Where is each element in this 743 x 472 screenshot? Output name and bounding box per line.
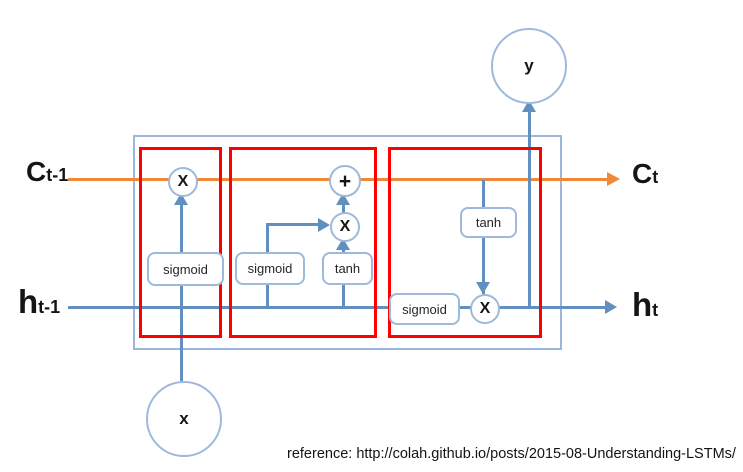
input-node: x [146,381,222,457]
forget-multiply-symbol: X [177,173,189,190]
forget-sigmoid-box: sigmoid [147,252,224,286]
output-node-label: y [524,56,534,75]
input-sigmoid-connector-horizontal [266,223,320,226]
input-multiply-left-arrowhead [318,218,330,232]
label-cell-prev-sub: t-1 [46,165,69,185]
cell-state-arrowhead [607,172,620,186]
output-node-connector [528,102,531,307]
input-sigmoid-label: sigmoid [247,261,293,276]
output-sigmoid-label: sigmoid [402,301,447,317]
input-sigmoid-box: sigmoid [235,252,305,285]
label-hidden-prev-sub: t-1 [38,297,61,317]
cell-add-symbol: + [338,169,352,193]
label-hidden-next-sub: t [652,300,659,320]
label-cell-next-base: C [632,158,653,189]
reference-text: reference: http://colah.github.io/posts/… [287,446,736,462]
input-multiply-symbol: X [339,218,351,235]
input-node-label: x [179,409,189,428]
hidden-state-line [68,306,606,309]
input-tanh-box: tanh [322,252,373,285]
output-multiply-symbol: X [479,300,491,317]
input-gate-box [229,147,377,338]
output-sigmoid-box: sigmoid [389,293,460,325]
label-cell-next-sub: t [652,167,659,187]
label-hidden-next-base: h [632,286,653,323]
output-multiply-node: X [470,294,500,324]
output-tanh-label: tanh [475,215,502,230]
label-cell-prev-base: C [26,156,47,187]
forget-gate-box [139,147,222,338]
label-hidden-prev-base: h [18,283,39,320]
cell-add-node: + [329,165,361,197]
lstm-cell-boundary [133,135,562,350]
input-tanh-label: tanh [334,261,361,276]
forget-sigmoid-label: sigmoid [163,261,208,277]
forget-gate-connector [180,198,183,381]
output-gate-box [388,147,542,338]
output-multiply-arrowhead [476,282,490,294]
output-node: y [491,28,567,104]
forget-multiply-node: X [168,167,198,197]
hidden-state-arrowhead [605,300,617,314]
output-tanh-box: tanh [460,207,517,238]
input-multiply-node: X [330,212,360,242]
